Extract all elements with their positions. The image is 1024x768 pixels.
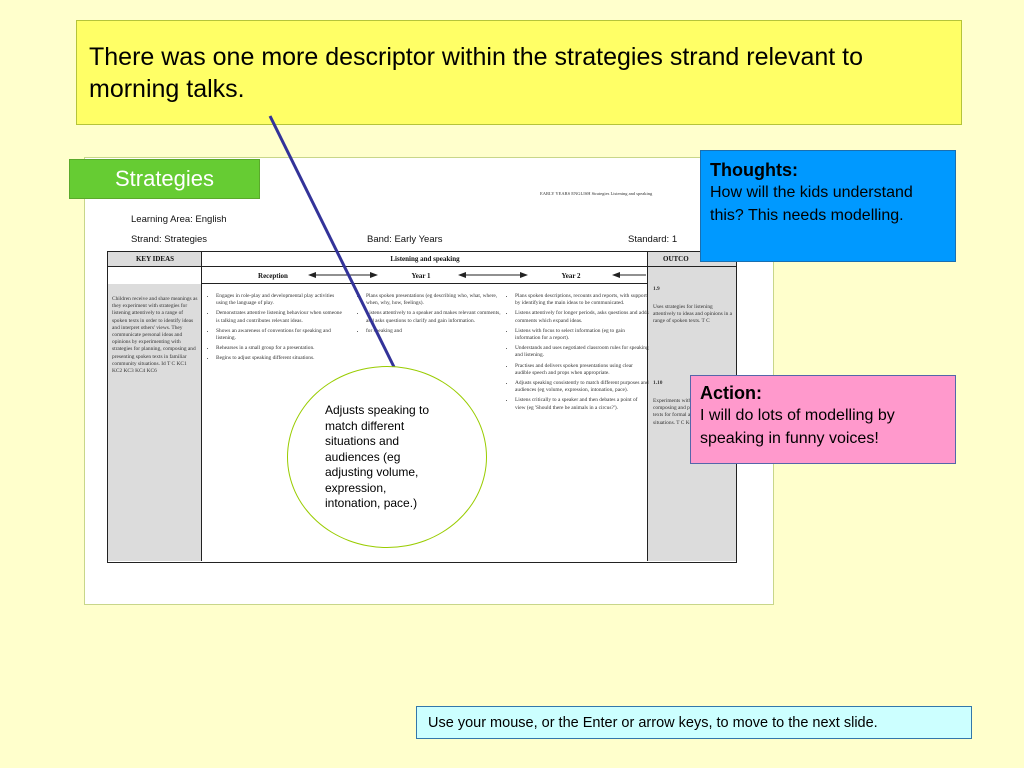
year1-list: Plans spoken presentations (eg describin… xyxy=(357,293,501,338)
outcome-1-9-code: 1.9 xyxy=(653,286,660,292)
key-ideas-body-bg xyxy=(108,284,201,561)
year2-item: Practises and delivers spoken presentati… xyxy=(515,363,649,377)
document-header-right: EARLY YEARS ENGLISH Strategies Listening… xyxy=(540,191,653,196)
reception-item: Rehearses in a small group for a present… xyxy=(216,345,346,352)
action-body: I will do lots of modelling by speaking … xyxy=(700,407,895,447)
year2-item: Listens with focus to select information… xyxy=(515,328,649,342)
strategies-label: Strategies xyxy=(69,159,260,199)
document-standard: Standard: 1 xyxy=(628,234,678,245)
year1-header: Year 1 xyxy=(411,272,431,280)
outcome-1-10-text: Experiments with strategies for composin… xyxy=(653,398,726,426)
document-learning-area: Learning Area: English xyxy=(131,214,227,225)
descriptor-callout-oval xyxy=(287,366,487,548)
key-ideas-header-bg xyxy=(108,252,202,266)
key-ideas-header: KEY IDEAS xyxy=(135,255,175,263)
document-strand: Strand: Strategies xyxy=(131,234,208,245)
grid-line xyxy=(201,252,202,561)
grid-line xyxy=(108,266,736,267)
reception-header: Reception xyxy=(258,272,288,280)
action-box: Action: I will do lots of modelling by s… xyxy=(690,375,956,464)
grid-line xyxy=(201,283,648,284)
slide-title-box: There was one more descriptor within the… xyxy=(76,20,962,125)
outcomes-header: OUTCO xyxy=(663,255,689,263)
outcome-1-10-code: 1.10 xyxy=(653,380,663,386)
reception-list: Engages in role-play and developmental p… xyxy=(207,293,346,366)
year1-item: Listens attentively to a speaker and mak… xyxy=(366,310,501,324)
year2-item: Listens critically to a speaker and then… xyxy=(515,397,649,411)
year1-item: for speaking and xyxy=(366,328,501,335)
outcome-1-9-text: Uses strategies for listening attentivel… xyxy=(653,304,733,325)
action-title: Action: xyxy=(700,383,762,403)
reception-item: Engages in role-play and developmental p… xyxy=(216,293,346,307)
year1-item: Plans spoken presentations (eg describin… xyxy=(366,293,501,307)
grid-line xyxy=(647,252,648,561)
descriptor-callout-text: Adjusts speaking to match different situ… xyxy=(325,403,430,510)
key-ideas-text: Children receive and share meanings as t… xyxy=(112,296,198,375)
thoughts-box: Thoughts: How will the kids understand t… xyxy=(700,150,956,262)
slide-title: There was one more descriptor within the… xyxy=(89,43,863,103)
navigation-hint[interactable]: Use your mouse, or the Enter or arrow ke… xyxy=(416,706,972,739)
year2-item: Plans spoken descriptions, recounts and … xyxy=(515,293,649,307)
navigation-hint-text: Use your mouse, or the Enter or arrow ke… xyxy=(428,714,878,731)
reception-item: Begins to adjust speaking different situ… xyxy=(216,355,346,362)
thoughts-title: Thoughts: xyxy=(710,160,798,180)
year2-item: Adjusts speaking consistently to match d… xyxy=(515,380,649,394)
year2-item: Understands and uses negotiated classroo… xyxy=(515,345,649,359)
year2-item: Listens attentively for longer periods, … xyxy=(515,310,649,324)
thoughts-body: How will the kids understand this? This … xyxy=(710,184,913,224)
listening-speaking-header: Listening and speaking xyxy=(390,255,460,263)
year2-header: Year 2 xyxy=(561,272,581,280)
reception-item: Shows an awareness of conventions for sp… xyxy=(216,328,346,342)
year2-list: Plans spoken descriptions, recounts and … xyxy=(506,293,649,415)
progression-arrows xyxy=(308,272,646,278)
reception-item: Demonstrates attentive listening behavio… xyxy=(216,310,346,324)
document-band: Band: Early Years xyxy=(367,234,443,245)
